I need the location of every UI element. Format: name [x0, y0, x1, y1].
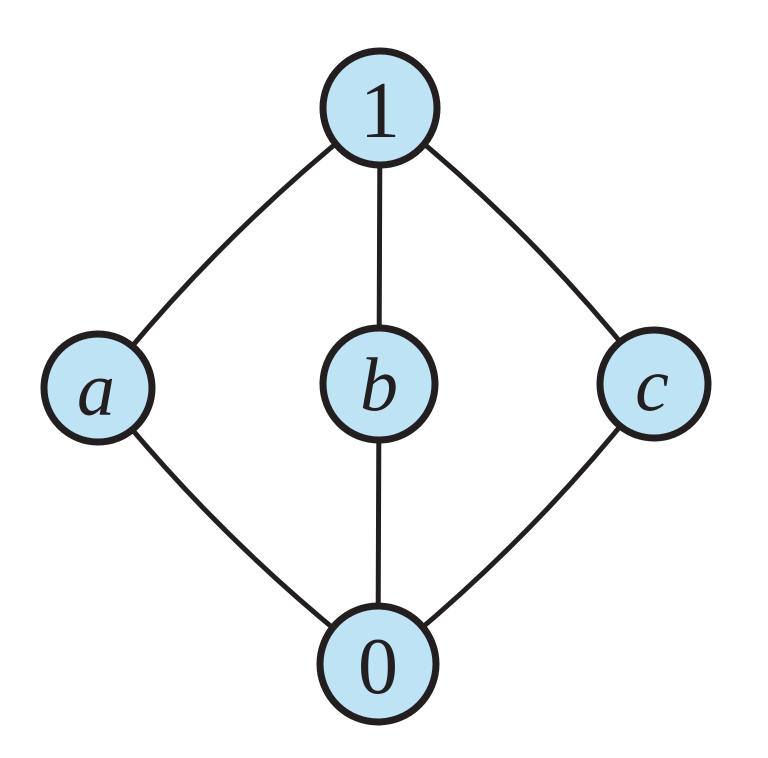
node-b-label: b — [360, 344, 398, 428]
node-top-label: 1 — [360, 67, 400, 155]
node-bottom-circle — [316, 602, 440, 726]
node-b: b — [319, 324, 439, 444]
node-a-circle — [40, 330, 156, 446]
node-c: c — [596, 326, 712, 442]
node-bottom-label: 0 — [358, 623, 398, 711]
node-bottom: 0 — [316, 602, 440, 726]
node-top-circle — [319, 47, 441, 169]
node-a: a — [40, 330, 156, 446]
node-top: 1 — [319, 47, 441, 169]
node-c-circle — [596, 326, 712, 442]
node-a-label: a — [77, 348, 115, 432]
node-b-circle — [319, 324, 439, 444]
node-c-label: c — [635, 344, 669, 428]
